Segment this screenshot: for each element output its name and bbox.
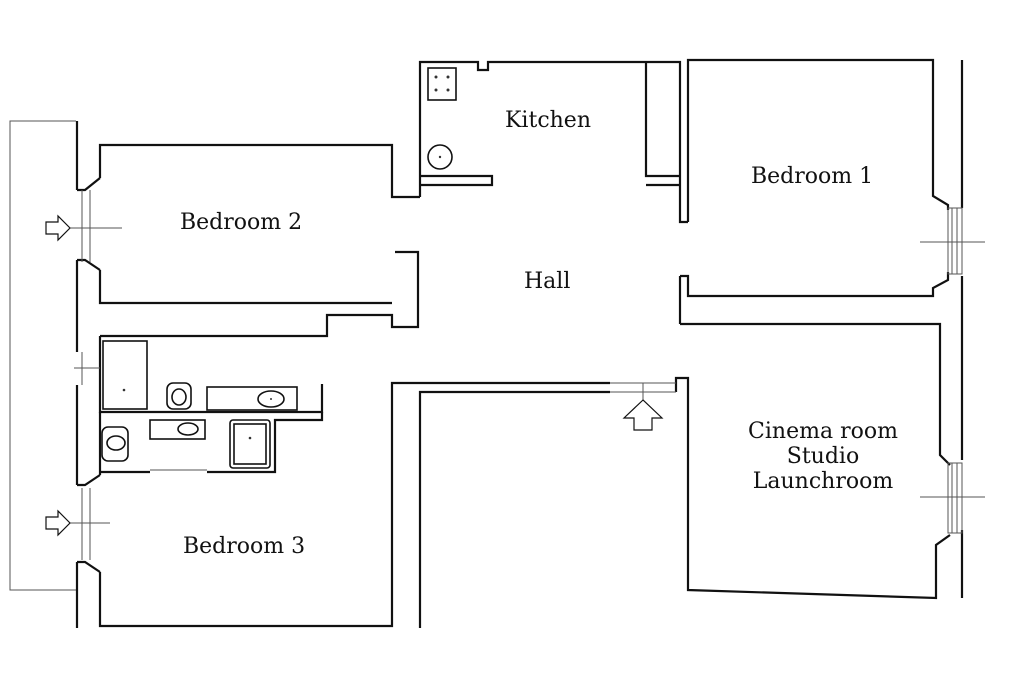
window-bedroom-2	[66, 190, 122, 262]
window-arrow-icon	[45, 214, 71, 242]
cinema-room-line-1: Cinema room	[748, 419, 898, 444]
bathroom-walls	[98, 336, 324, 474]
cinema-room-walls	[680, 322, 951, 600]
window-arrow-icon	[45, 509, 71, 537]
hall-lower-walls	[418, 376, 690, 628]
stove-icon	[427, 67, 457, 101]
sink-icon	[427, 144, 453, 170]
window-bedroom-1	[920, 207, 985, 275]
window-bathroom	[74, 352, 100, 385]
window-cinema-room	[920, 462, 985, 534]
sink-icon	[206, 386, 298, 411]
cinema-room-line-3: Launchroom	[752, 469, 894, 494]
room-label-cinema-room: Cinema room Studio Launchroom	[738, 419, 908, 494]
window-bedroom-3	[66, 488, 110, 560]
room-label-bedroom-3: Bedroom 3	[183, 534, 306, 559]
room-label-hall: Hall	[524, 269, 571, 294]
bathtub-icon	[102, 340, 148, 410]
sink-icon	[149, 419, 206, 440]
toilet-icon	[166, 382, 192, 410]
left-exterior-wall	[75, 121, 101, 628]
kitchen-walls	[418, 60, 688, 224]
main-door-opening	[610, 382, 676, 400]
bedroom-3-walls	[98, 381, 420, 628]
bedroom-2-walls	[98, 143, 420, 338]
toilet-icon	[101, 426, 129, 462]
shower-icon	[229, 419, 271, 469]
left-balcony	[9, 120, 76, 591]
room-label-kitchen: Kitchen	[505, 108, 591, 133]
cinema-room-line-2: Studio	[786, 444, 860, 469]
room-label-bedroom-1: Bedroom 1	[751, 164, 874, 189]
entrance-arrow-icon	[622, 399, 664, 431]
bedroom-1-walls	[678, 58, 964, 598]
room-label-bedroom-2: Bedroom 2	[180, 210, 303, 235]
